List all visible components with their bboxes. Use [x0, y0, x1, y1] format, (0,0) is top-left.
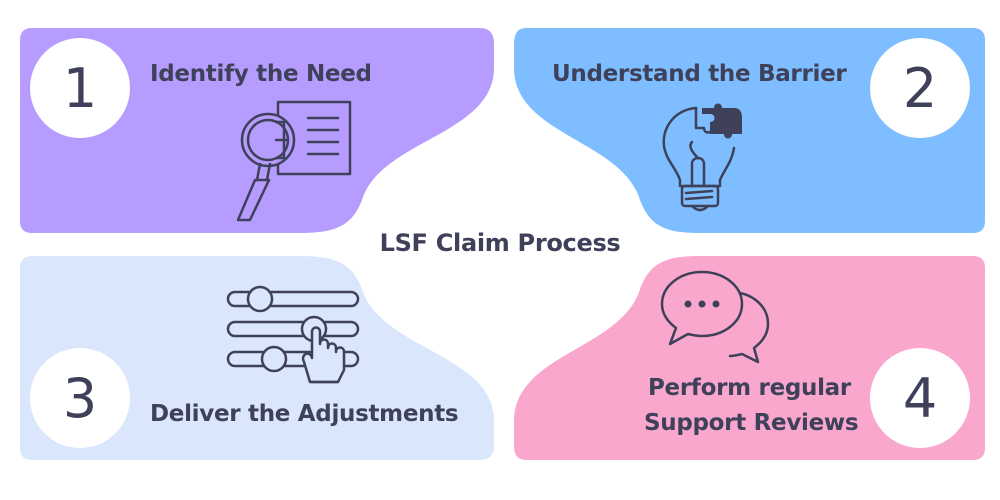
step-2-panel [514, 28, 985, 233]
step-1-number-badge: 1 [30, 38, 130, 138]
sliders-hand-icon [226, 285, 360, 384]
step-4-label-line-2: Support Reviews [644, 410, 859, 436]
chat-bubbles-icon [660, 270, 770, 364]
step-4-number-badge: 4 [870, 348, 970, 448]
step-3-number-badge: 3 [30, 348, 130, 448]
step-3-label: Deliver the Adjustments [150, 401, 459, 427]
magnifier-document-icon [236, 100, 352, 222]
step-3-number: 3 [62, 366, 98, 430]
step-4-number: 4 [902, 366, 938, 430]
step-2-number: 2 [902, 56, 938, 120]
step-2-label: Understand the Barrier [552, 61, 847, 87]
lightbulb-puzzle-icon [662, 103, 742, 212]
step-1-label: Identify the Need [150, 61, 372, 87]
step-4-label-line-1: Perform regular [648, 375, 851, 401]
step-2-number-badge: 2 [870, 38, 970, 138]
diagram-title: LSF Claim Process [379, 229, 621, 257]
step-1-number: 1 [62, 56, 98, 120]
step-3-panel [20, 256, 494, 460]
